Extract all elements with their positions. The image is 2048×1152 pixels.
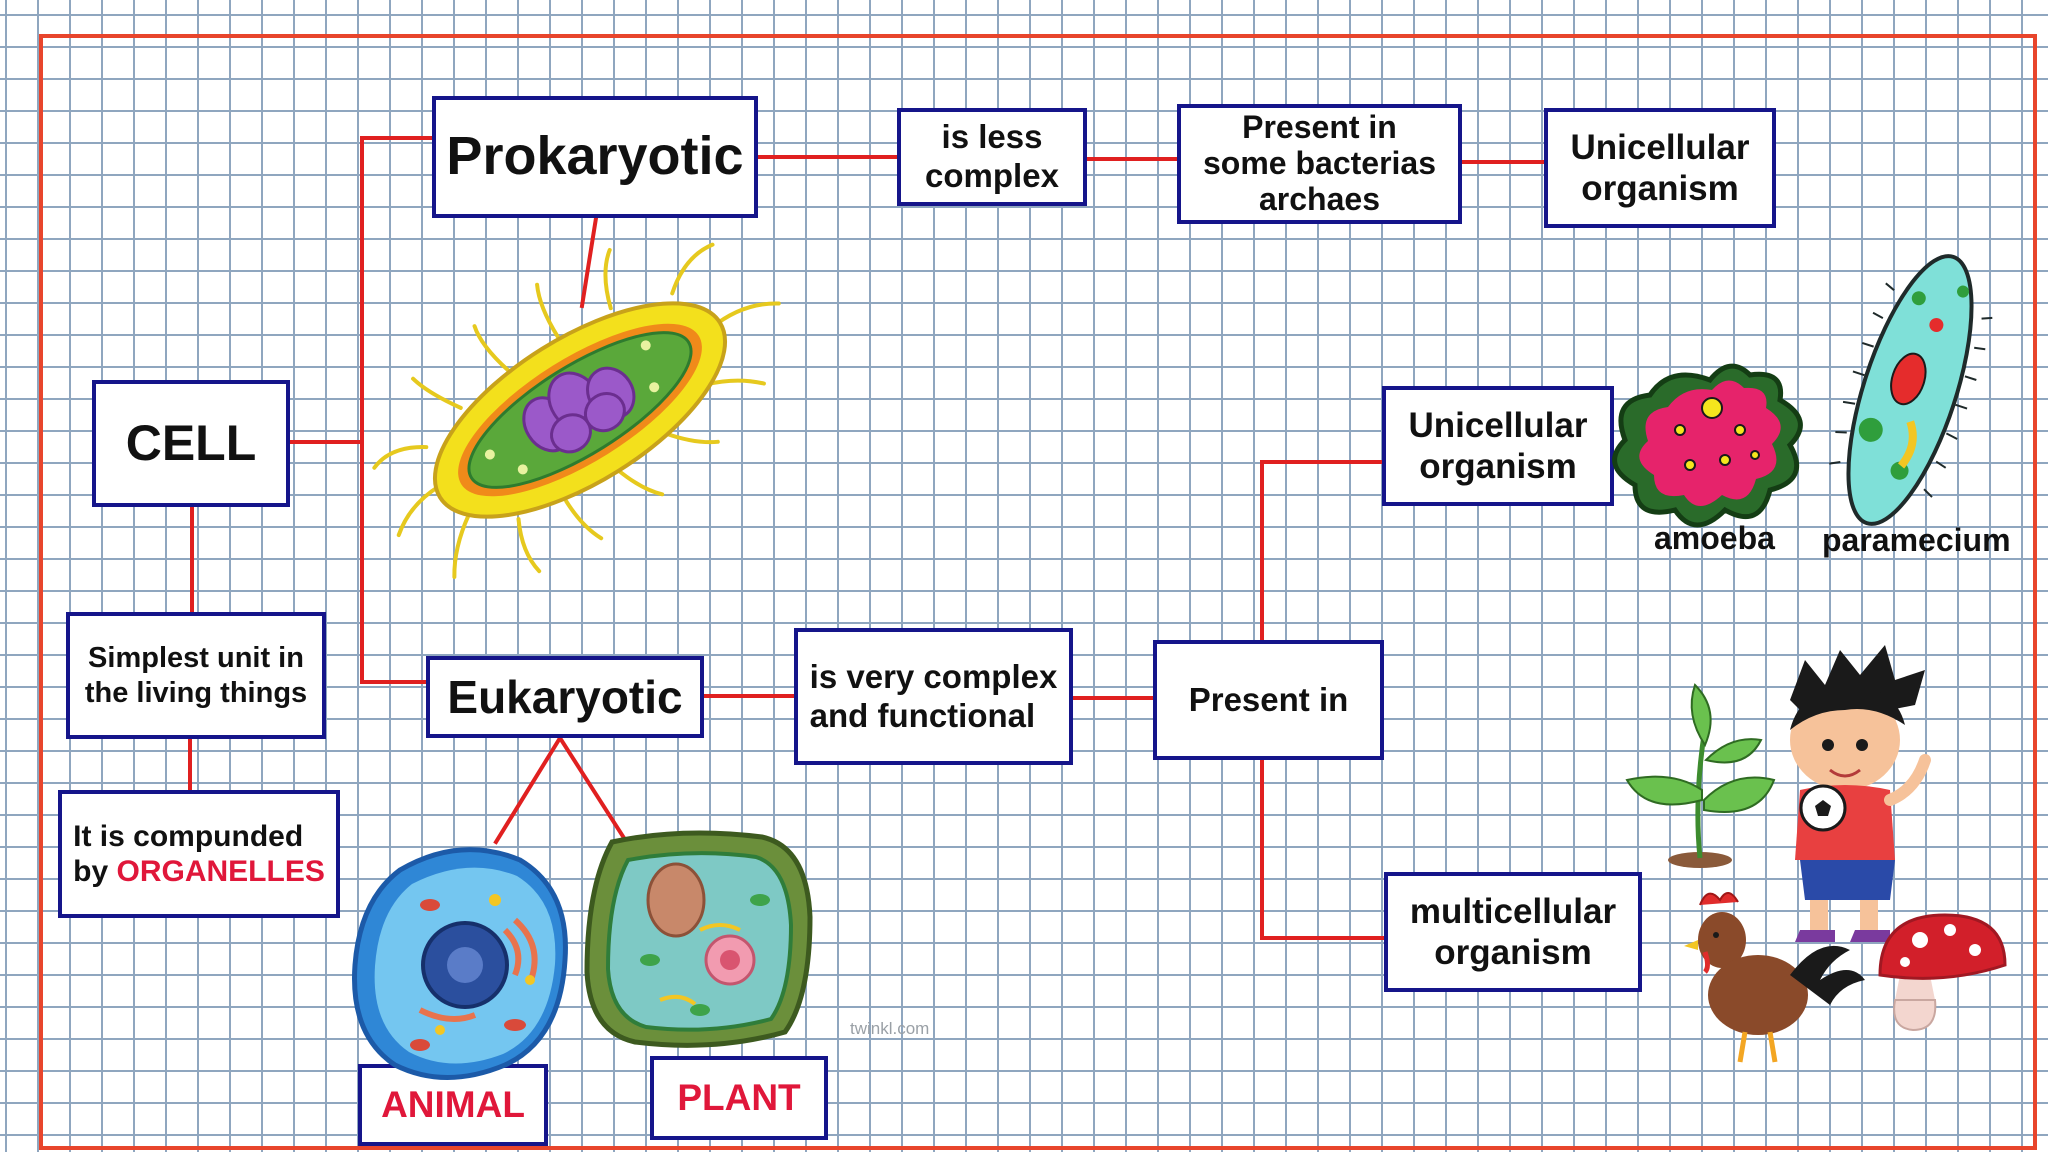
node-eukaryotic-label: Eukaryotic <box>447 670 683 723</box>
simplest-unit-line2: the living things <box>84 676 308 709</box>
connector-prok-bacterium <box>579 215 599 309</box>
compounded-line2: by ORGANELLES <box>73 854 325 889</box>
organelles-highlight: ORGANELLES <box>116 855 325 888</box>
node-multicellular: multicellular organism <box>1384 872 1642 992</box>
paramecium-icon <box>1829 254 1993 526</box>
node-eukaryotic: Eukaryotic <box>426 656 704 738</box>
plant-cell-icon <box>584 830 813 1048</box>
node-present-bacteria: Present in some bacterias archaes <box>1177 104 1462 224</box>
node-prokaryotic: Prokaryotic <box>432 96 758 218</box>
node-cell-label: CELL <box>125 415 257 471</box>
node-cell: CELL <box>92 380 290 507</box>
unicellular-right-line2: organism <box>1419 447 1577 486</box>
rooster-icon <box>1684 892 1865 1063</box>
unicellular-top-line1: Unicellular <box>1570 127 1750 167</box>
node-less-complex: is less complex <box>897 108 1087 206</box>
node-animal: ANIMAL <box>358 1064 548 1146</box>
very-complex-line1: is very complex <box>809 657 1058 695</box>
less-complex-line2: complex <box>925 157 1059 194</box>
animal-label: ANIMAL <box>381 1084 525 1126</box>
amoeba-icon <box>1612 363 1803 528</box>
present-bacteria-line1: Present in <box>1242 109 1397 146</box>
simplest-unit-line1: Simplest unit in <box>88 642 304 675</box>
connector-euk-animal <box>493 735 563 845</box>
node-simplest-unit: Simplest unit in the living things <box>66 612 326 739</box>
very-complex-line2: and functional <box>809 696 1036 734</box>
bacterium-icon <box>372 242 781 579</box>
connector-euk-plant <box>557 735 627 841</box>
node-present-in: Present in <box>1153 640 1384 760</box>
less-complex-line1: is less <box>941 118 1043 156</box>
plant-label: PLANT <box>677 1077 801 1119</box>
node-plant: PLANT <box>650 1056 828 1140</box>
unicellular-top-line2: organism <box>1581 169 1739 208</box>
node-prokaryotic-label: Prokaryotic <box>446 126 744 187</box>
amoeba-label: amoeba <box>1654 520 1775 556</box>
compounded-prefix: by <box>73 855 117 888</box>
node-unicellular-top: Unicellular organism <box>1544 108 1776 228</box>
sprout-icon <box>1625 683 1776 868</box>
multicellular-line1: multicellular <box>1409 891 1617 931</box>
mushroom-icon <box>1878 913 2007 1032</box>
red-frame <box>39 34 2037 1150</box>
present-bacteria-line3: archaes <box>1259 180 1380 217</box>
compounded-line1: It is compunded <box>73 819 304 853</box>
present-in-label: Present in <box>1188 680 1349 718</box>
present-bacteria-line2: some bacterias <box>1202 145 1436 182</box>
paramecium-label: paramecium <box>1822 522 2011 558</box>
multicellular-line2: organism <box>1434 933 1592 972</box>
unicellular-right-line1: Unicellular <box>1408 405 1588 445</box>
node-compounded: It is compunded by ORGANELLES <box>58 790 340 918</box>
node-unicellular-right: Unicellular organism <box>1382 386 1614 506</box>
node-very-complex: is very complex and functional <box>794 628 1073 765</box>
watermark: twinkl.com <box>850 1019 930 1038</box>
animal-cell-icon <box>352 847 568 1080</box>
boy-with-ball-icon <box>1790 645 1931 942</box>
